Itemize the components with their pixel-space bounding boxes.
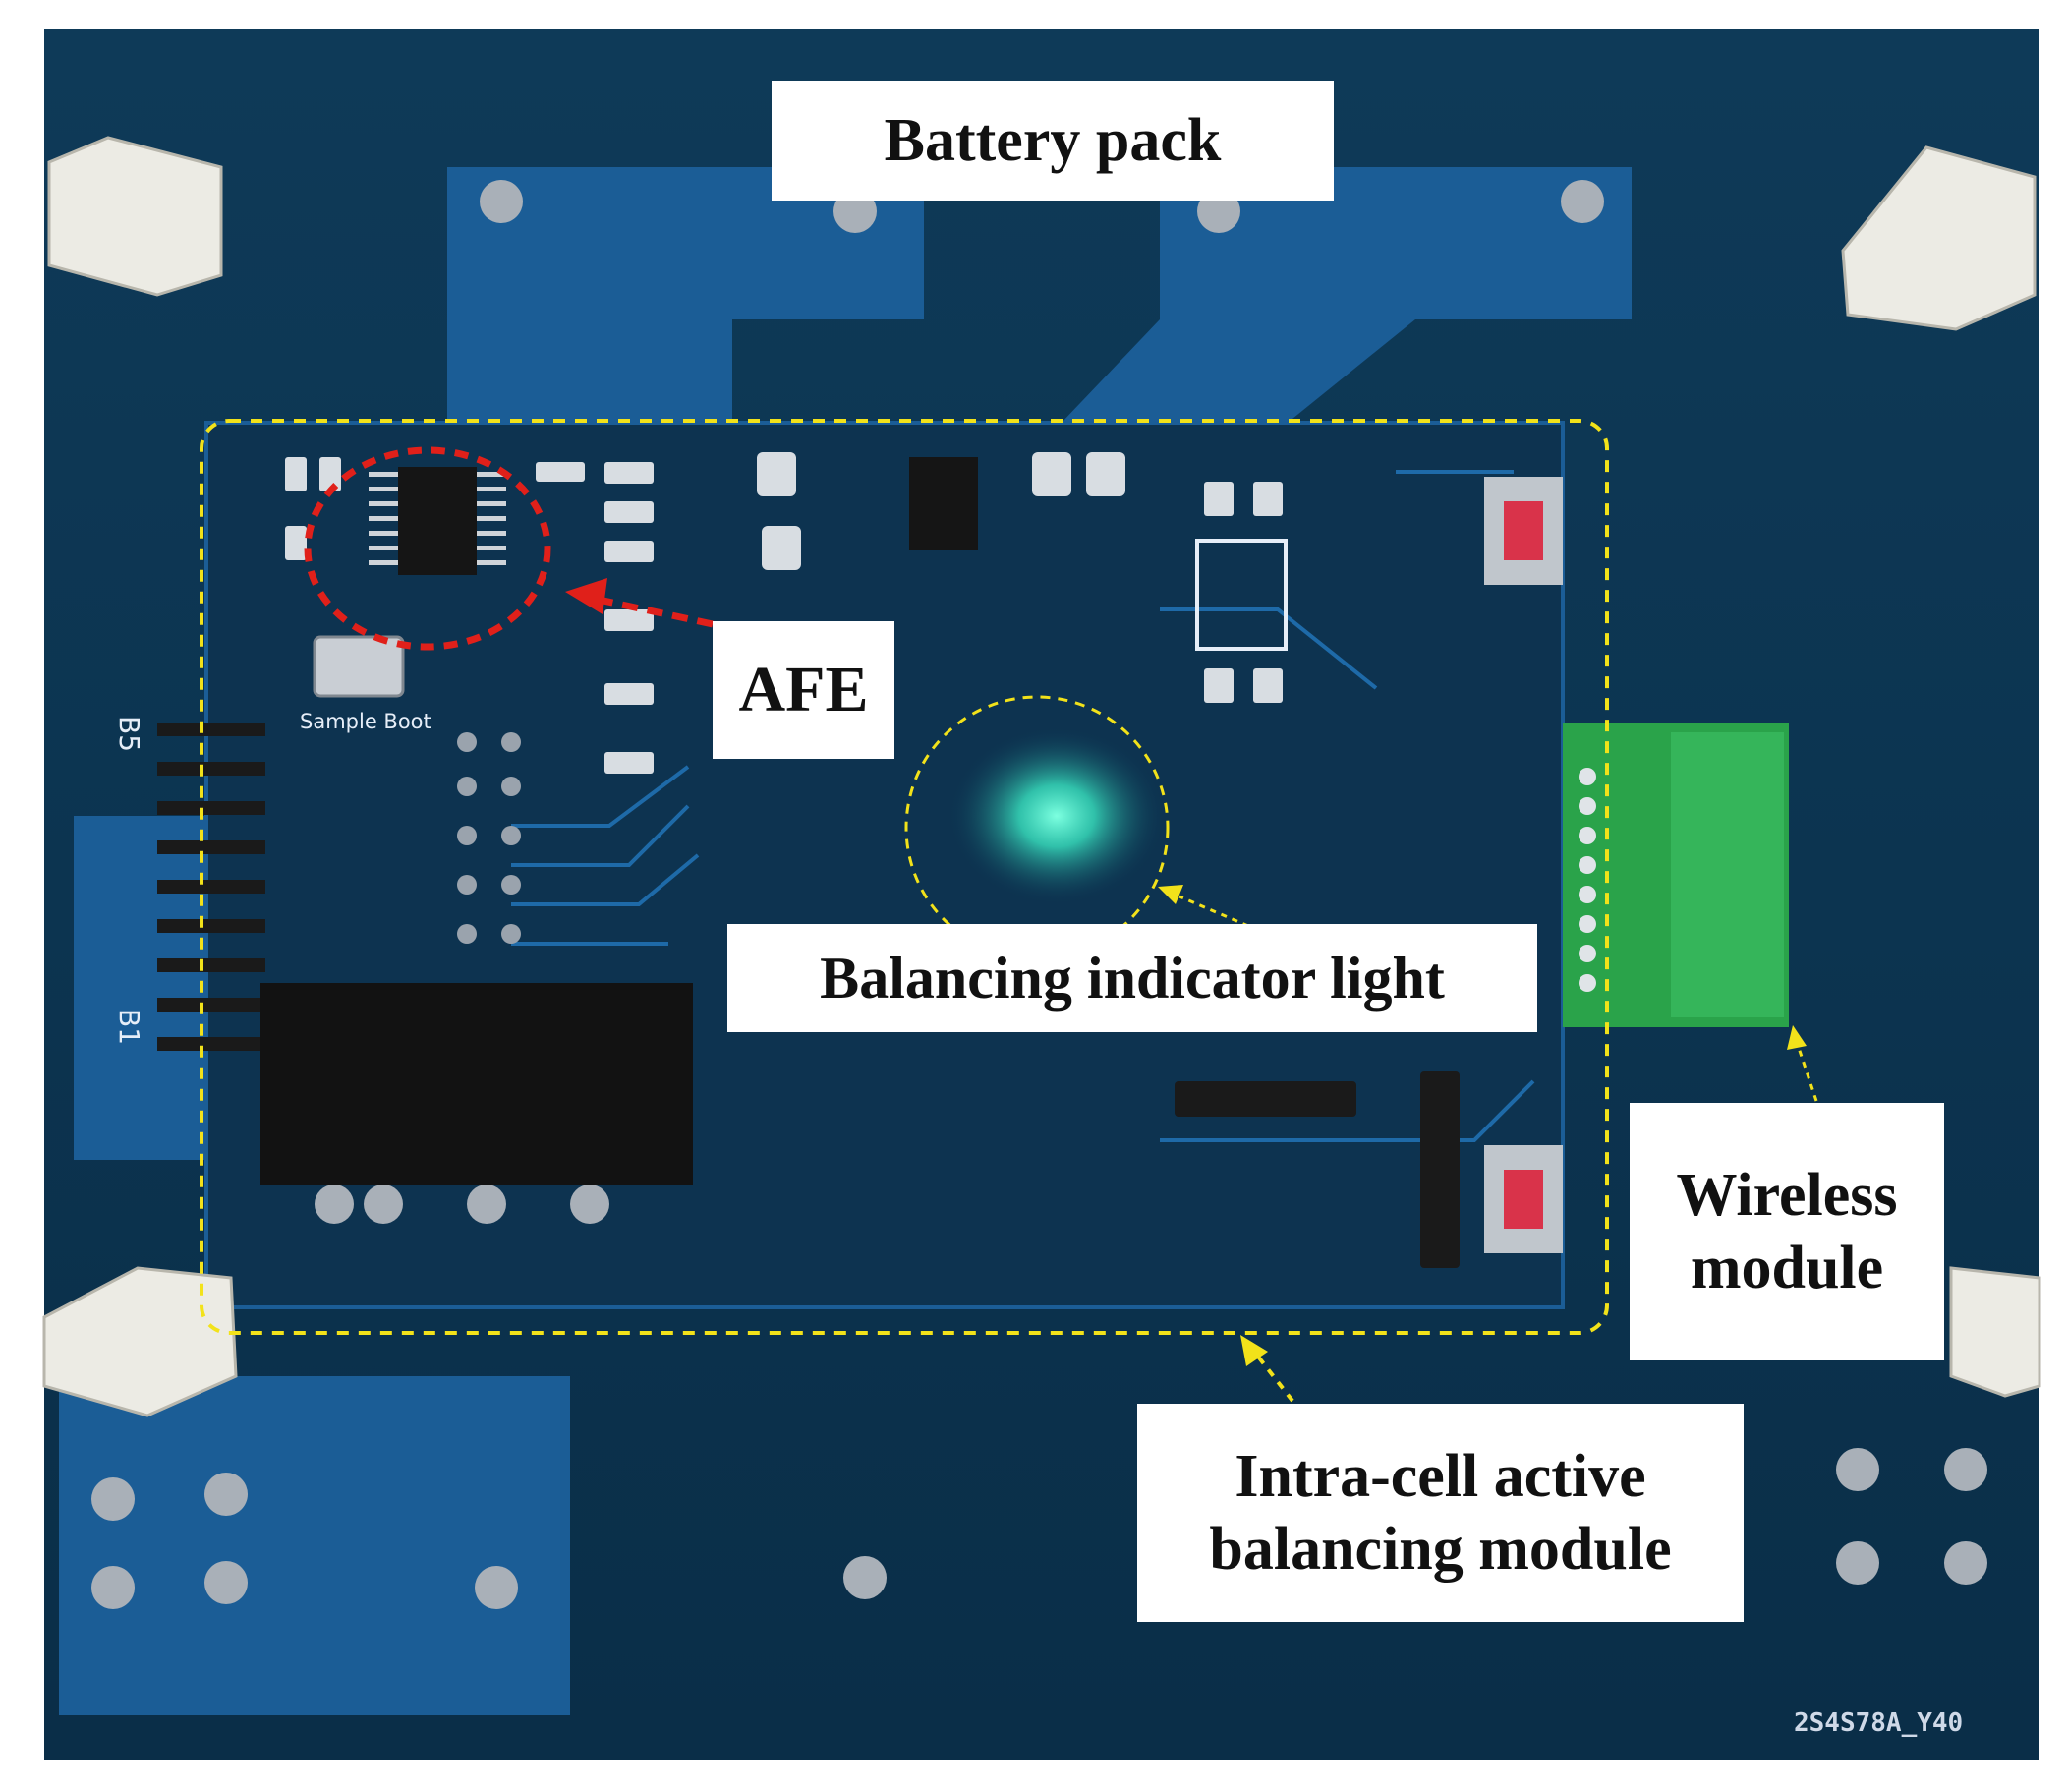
wireless-module-pins [1579, 768, 1596, 992]
tact-switches [1484, 477, 1563, 1253]
wireless-module-label: Wireless module [1630, 1103, 1944, 1360]
intra-cell-module-label-line2: balancing module [1209, 1516, 1672, 1583]
indicator-arrow [1158, 885, 1249, 928]
wireless-module-label-line2: module [1690, 1235, 1884, 1301]
afe-outline [304, 446, 551, 651]
afe-chip [398, 467, 477, 575]
ic-chip [909, 457, 978, 550]
wireless-module-label-line1: Wireless [1676, 1161, 1898, 1229]
pin-header-right [1175, 1071, 1460, 1268]
b1-silkscreen: B1 [113, 1008, 146, 1046]
battery-pack-label: Battery pack [772, 81, 1334, 201]
standoffs [42, 136, 2041, 1417]
intra-cell-module-outline [200, 419, 1609, 1335]
via-column [457, 732, 521, 944]
afe-pins [369, 472, 506, 565]
b5-silkscreen: B5 [113, 715, 146, 753]
sample-boot-silkscreen: Sample Boot [300, 710, 431, 733]
heatshrink-block [260, 983, 693, 1185]
traces [511, 470, 1535, 1142]
smd-components [285, 452, 1283, 774]
inductor-outline [1195, 539, 1288, 651]
pin-header-left [157, 723, 265, 1051]
board-code-silkscreen: 2S4S78A_Y40 [1794, 1708, 1964, 1738]
intra-cell-module-label: Intra-cell active balancing module [1137, 1404, 1744, 1622]
intra-cell-module-label-line1: Intra-cell active [1235, 1442, 1646, 1510]
balancing-indicator-label: Balancing indicator light [727, 924, 1537, 1032]
intra-cell-arrow [1240, 1335, 1294, 1403]
afe-label: AFE [713, 621, 894, 759]
afe-arrow [565, 578, 714, 628]
sample-boot-button [313, 635, 405, 698]
indicator-circle [904, 695, 1170, 960]
wireless-module-antenna [1671, 732, 1784, 1017]
balancing-led-glow [948, 727, 1165, 904]
wireless-arrow [1787, 1025, 1818, 1102]
screws [91, 180, 1987, 1609]
